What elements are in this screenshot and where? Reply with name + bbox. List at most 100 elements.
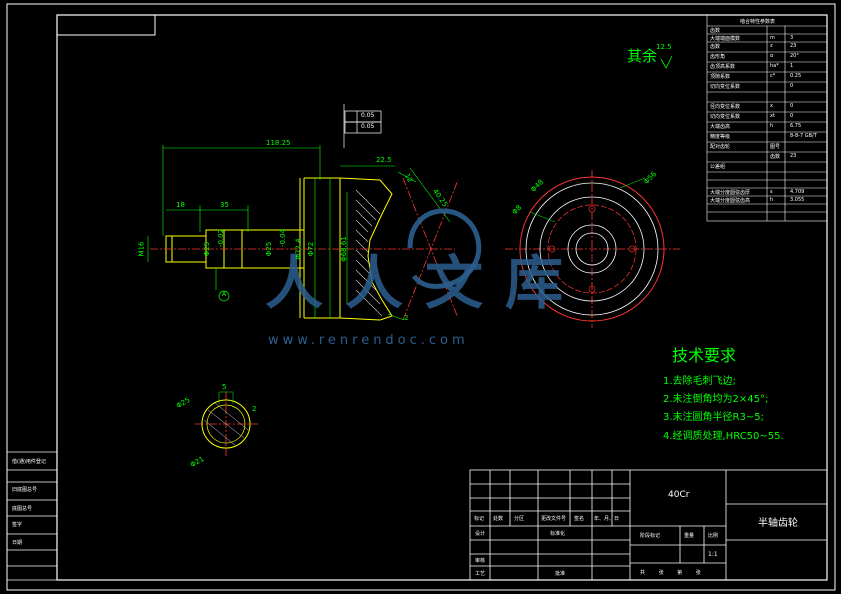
watermark-logo (407, 208, 482, 289)
param-cell: 0 (790, 113, 794, 119)
tb-check: 审核 (475, 558, 486, 564)
param-cell: c* (770, 73, 776, 79)
param-cell: 切向变位系数 (710, 84, 741, 90)
param-cell: 齿顶高系数 (710, 64, 736, 70)
tech-item: 4.经调质处理,HRC50~55. (663, 431, 784, 442)
param-cell: 公差组 (710, 164, 726, 170)
param-cell: 切向变位系数 (710, 114, 741, 120)
param-cell: xt (770, 113, 775, 119)
datum-a-label: A (222, 291, 227, 298)
param-cell: 1 (790, 63, 794, 69)
param-cell: 23 (790, 153, 797, 159)
tb-stage: 阶段标记 (640, 533, 661, 539)
param-cell: 0 (790, 103, 794, 109)
tech-item: 2.未注倒角均为2×45°; (663, 394, 769, 405)
side-block-label: 借(通)用件登记 (12, 459, 46, 465)
tb-design: 设计 (475, 531, 486, 537)
material: 40Cr (668, 490, 690, 500)
dim-overall: 118.25 (266, 139, 291, 147)
title-block-row-label: 更改文件号 (541, 516, 567, 522)
param-cell: 配对齿轮 (710, 144, 731, 150)
param-cell: 齿数 (770, 154, 781, 160)
dim-18: 18 (176, 201, 185, 209)
side-block (6, 451, 58, 581)
dim-35: 35 (220, 201, 229, 209)
param-cell: 20° (790, 53, 799, 59)
param-cell: 径向变位系数 (710, 104, 741, 110)
datum-a-circle (218, 290, 230, 302)
dim-shaft-a: Φ72.4 (294, 238, 303, 260)
param-cell: h (770, 197, 774, 203)
param-cell: z (770, 43, 773, 49)
dim-shaft-c: Φ68.61 (339, 236, 348, 262)
tech-title: 技术要求 (672, 346, 737, 365)
param-table-title: 啮合特性参数表 (740, 19, 776, 25)
param-cell: 8-8-7 GB/T (790, 133, 817, 139)
param-cell: 齿形角 (710, 54, 726, 60)
tb-approve: 批准 (555, 571, 566, 577)
top-left-box (56, 14, 156, 36)
param-cell: 图号 (770, 144, 781, 150)
gdt-value-1: 0.05 (361, 112, 375, 119)
side-block-label: 底图总号 (12, 506, 33, 512)
param-cell: ha* (770, 63, 779, 69)
gdt-value-2: 0.05 (361, 123, 375, 130)
param-cell: 精度等级 (710, 134, 731, 140)
title-block-row-label: 处数 (493, 516, 504, 522)
inner-border (56, 14, 828, 581)
gdt-frame (343, 104, 382, 148)
side-block-label: 旧底图总号 (12, 487, 38, 493)
param-cell: 大端端面模数 (710, 36, 741, 42)
dim-tol-a: -0.02 (217, 228, 226, 248)
param-cell: 6.75 (790, 123, 802, 129)
tb-sheets: 共 张 第 张 (640, 570, 701, 576)
side-block-label: 签字 (12, 522, 23, 528)
param-cell: 0.25 (790, 73, 802, 79)
title-block-row-label: 年、月、日 (594, 516, 620, 522)
param-cell: h (770, 123, 774, 129)
param-cell: α (770, 53, 774, 59)
section-hatch (355, 189, 383, 317)
param-cell: 3.055 (790, 197, 805, 203)
title-block-row-label: 标记 (474, 516, 485, 522)
sec-dim-5: 5 (222, 383, 227, 391)
param-cell: 大端分度圆弦齿高 (710, 198, 751, 204)
dim-spline-d: Φ25 (203, 241, 212, 257)
param-cell: m (770, 35, 775, 41)
sec-dim-2: 2 (252, 405, 257, 413)
param-cell: s (770, 189, 773, 195)
watermark-title: 人人文库 (265, 249, 586, 317)
dim-collar-d: Φ25 (265, 241, 274, 257)
param-cell: 4.709 (790, 189, 805, 195)
spline-section (201, 391, 251, 449)
roughness-symbol (660, 55, 673, 69)
param-cell: 齿数 (710, 44, 721, 50)
dimension-lines (147, 145, 451, 321)
tb-weight: 重量 (684, 533, 695, 539)
param-cell: 顶隙系数 (710, 74, 731, 80)
end-view (519, 176, 665, 322)
tech-item: 3.未注圆角半径R3~5; (663, 412, 764, 423)
outer-border (6, 3, 836, 591)
param-cell: x (770, 103, 773, 109)
tb-ratio: 比例 (708, 533, 719, 539)
title-block-row-label: 分区 (514, 516, 525, 522)
param-table-grid (706, 14, 828, 222)
side-block-label: 日期 (12, 540, 23, 546)
scale-value: 1:1 (708, 551, 718, 558)
dim-shaft-b: Φ72 (307, 241, 316, 257)
param-cell: 大端分度圆弦齿厚 (710, 190, 751, 196)
title-block-grid (469, 469, 828, 581)
param-cell: 3 (790, 35, 794, 41)
watermark-url: www.renrendoc.com (268, 333, 469, 348)
tech-item: 1.去除毛刺飞边; (663, 376, 736, 387)
dim-thread: M16 (137, 241, 146, 257)
tb-process: 工艺 (475, 571, 486, 577)
tb-standard: 标准化 (550, 531, 566, 537)
roughness-label: 其余 (627, 47, 658, 65)
param-cell: 齿数 (710, 28, 721, 34)
part-name: 半轴齿轮 (758, 518, 798, 529)
param-cell: 大端齿高 (710, 124, 731, 130)
